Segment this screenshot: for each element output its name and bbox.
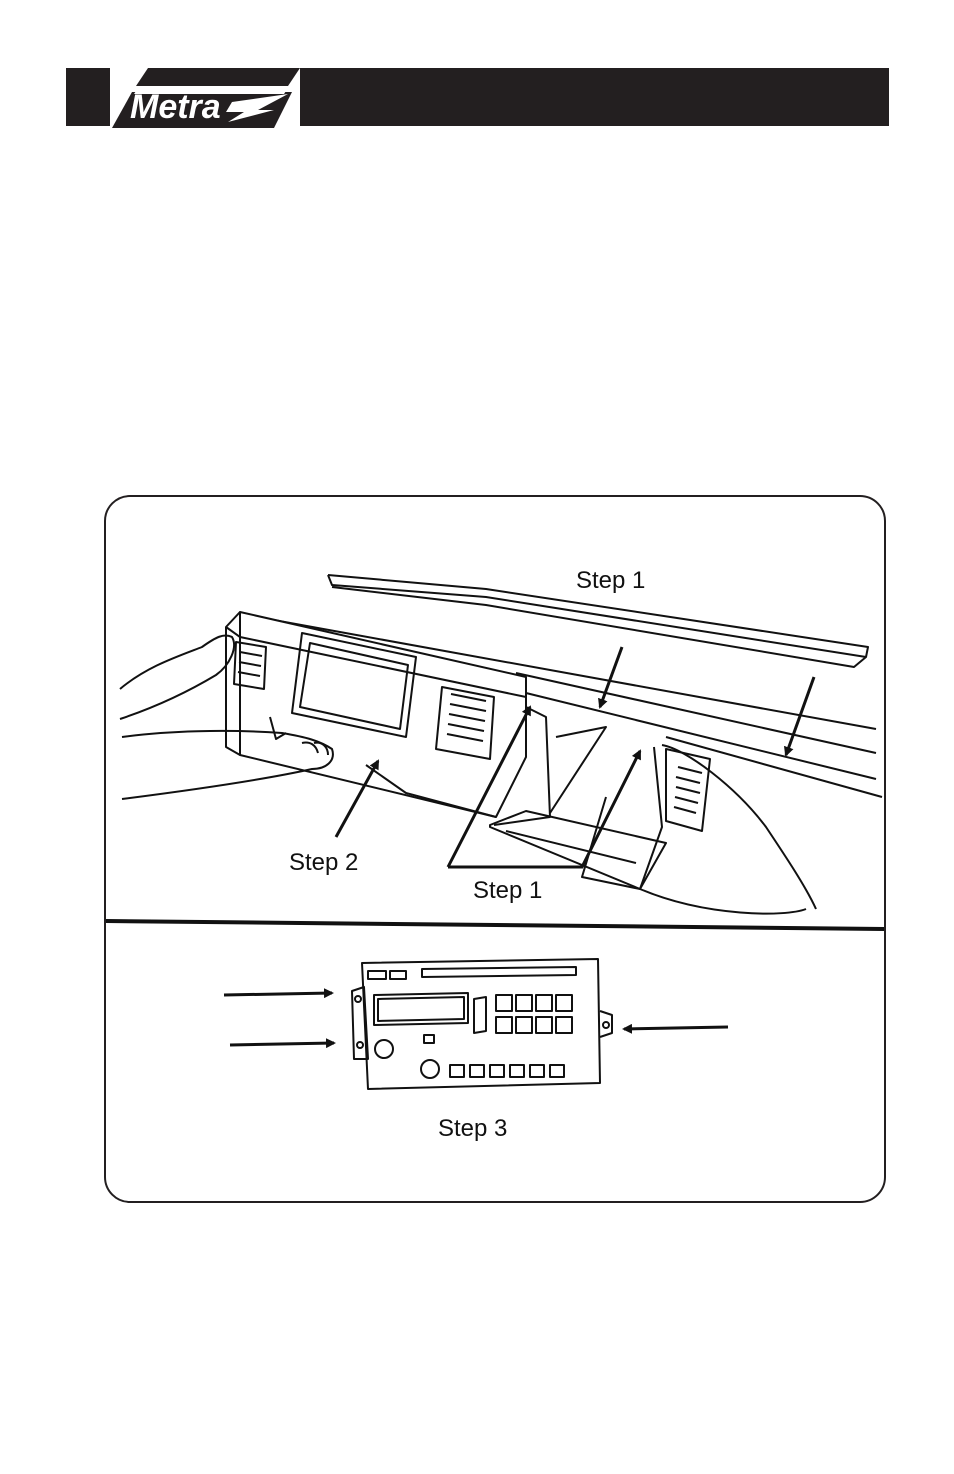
- svg-text:Metra: Metra: [130, 88, 221, 126]
- label-step2: Step 2: [289, 849, 358, 877]
- arrow-step3-c: [624, 1027, 728, 1029]
- label-step3: Step 3: [438, 1115, 507, 1143]
- arrow-step1-b: [786, 677, 814, 755]
- header-bar-right: [300, 68, 889, 126]
- metra-logo: Metra: [108, 66, 302, 130]
- dash-illustration: [106, 497, 886, 1203]
- arrow-step1-a: [600, 647, 622, 707]
- page-header: Metra: [0, 0, 954, 140]
- installation-figure: Step 1 Step 2 Step 1 Step 3: [104, 495, 886, 1203]
- arrow-step3-b: [230, 1043, 334, 1045]
- header-bar-left: [66, 68, 110, 126]
- arrow-step3-a: [224, 993, 332, 995]
- label-step1-bottom: Step 1: [473, 877, 542, 905]
- label-step1-top: Step 1: [576, 567, 645, 595]
